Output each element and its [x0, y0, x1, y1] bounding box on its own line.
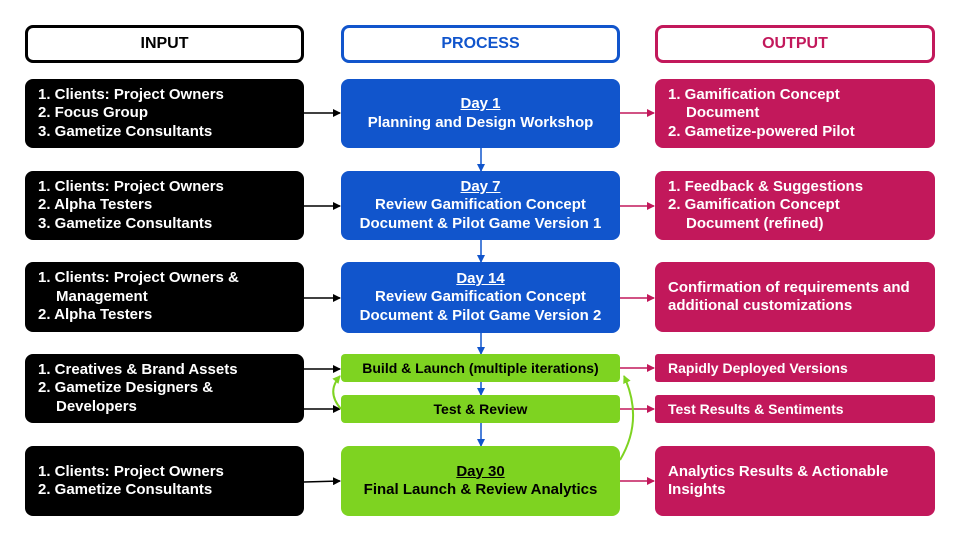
output-line: additional customizations [668, 297, 853, 314]
output-line: 1. Feedback & Suggestions [668, 177, 864, 195]
input-line: 2. Gametize Consultants [38, 481, 213, 498]
loop-arrow-right [619, 375, 634, 461]
process-line: Build & Launch (multiple iterations) [362, 360, 599, 376]
input-line: Developers [56, 397, 137, 415]
input-line: 3. Gametize Consultants [38, 214, 213, 232]
input-box-day30: 1. Clients: Project Owners 2. Gametize C… [25, 446, 304, 516]
output-line: Document [686, 104, 760, 122]
process-line: Document & Pilot Game Version 2 [359, 306, 602, 324]
output-line: Test Results & Sentiments [668, 400, 844, 417]
output-line: Insights [668, 481, 726, 498]
process-line: Final Launch & Review Analytics [363, 481, 598, 498]
input-column-header: INPUT [25, 25, 304, 63]
input-line: 2. Alpha Testers [38, 196, 153, 214]
input-line: 2. Focus Group [38, 104, 149, 122]
day-label: Day 30 [456, 462, 505, 480]
process-build-launch: Build & Launch (multiple iterations) [341, 354, 620, 382]
loop-arrow-left [332, 375, 342, 410]
output-box-day1: 1. Gamification Concept Document 2. Game… [655, 79, 935, 148]
input-line: 1. Clients: Project Owners [38, 462, 224, 480]
output-line: Document (refined) [686, 214, 824, 232]
input-line: 1. Clients: Project Owners [38, 85, 224, 103]
process-line: Review Gamification Concept [375, 288, 586, 306]
output-box-day30: Analytics Results & Actionable Insights [655, 446, 935, 516]
process-line: Planning and Design Workshop [367, 113, 594, 131]
input-line: 2. Gametize Designers & [38, 379, 214, 397]
process-day7: Day 7 Review Gamification Concept Docume… [341, 171, 620, 240]
day-label: Day 14 [456, 269, 505, 287]
process-column-header: PROCESS [341, 25, 620, 63]
output-box-day7: 1. Feedback & Suggestions 2. Gamificatio… [655, 171, 935, 240]
output-box-day14: Confirmation of requirements and additio… [655, 262, 935, 332]
process-test-review: Test & Review [341, 395, 620, 423]
input-box-day7: 1. Clients: Project Owners 2. Alpha Test… [25, 171, 304, 240]
input-line: Management [56, 287, 148, 305]
output-line: Confirmation of requirements and [668, 278, 910, 296]
arrow-input-5 [303, 477, 341, 486]
process-line: Review Gamification Concept [375, 196, 586, 214]
input-box-build: 1. Creatives & Brand Assets 2. Gametize … [25, 354, 304, 423]
day-label: Day 1 [460, 95, 501, 112]
output-column-header: OUTPUT [655, 25, 935, 63]
output-line: 1. Gamification Concept [668, 85, 840, 103]
process-line: Test & Review [433, 401, 528, 417]
process-day1: Day 1 Planning and Design Workshop [341, 79, 620, 148]
output-box-test: Test Results & Sentiments [655, 395, 935, 423]
process-day30: Day 30 Final Launch & Review Analytics [341, 446, 620, 516]
process-line: Document & Pilot Game Version 1 [359, 214, 602, 232]
output-box-build: Rapidly Deployed Versions [655, 354, 935, 382]
input-line: 1. Creatives & Brand Assets [38, 360, 238, 378]
input-box-day1: 1. Clients: Project Owners 2. Focus Grou… [25, 79, 304, 148]
day-label: Day 7 [460, 177, 501, 195]
output-line: 2. Gamification Concept [668, 196, 840, 214]
input-line: 2. Alpha Testers [38, 306, 153, 324]
input-box-day14: 1. Clients: Project Owners & Management … [25, 262, 304, 332]
output-line: Analytics Results & Actionable [668, 462, 889, 480]
output-line: Rapidly Deployed Versions [668, 359, 848, 376]
process-day14: Day 14 Review Gamification Concept Docum… [341, 262, 620, 333]
input-line: 1. Clients: Project Owners & [38, 269, 239, 287]
input-line: 3. Gametize Consultants [38, 122, 213, 140]
output-line: 2. Gametize-powered Pilot [668, 122, 855, 140]
input-line: 1. Clients: Project Owners [38, 177, 224, 195]
